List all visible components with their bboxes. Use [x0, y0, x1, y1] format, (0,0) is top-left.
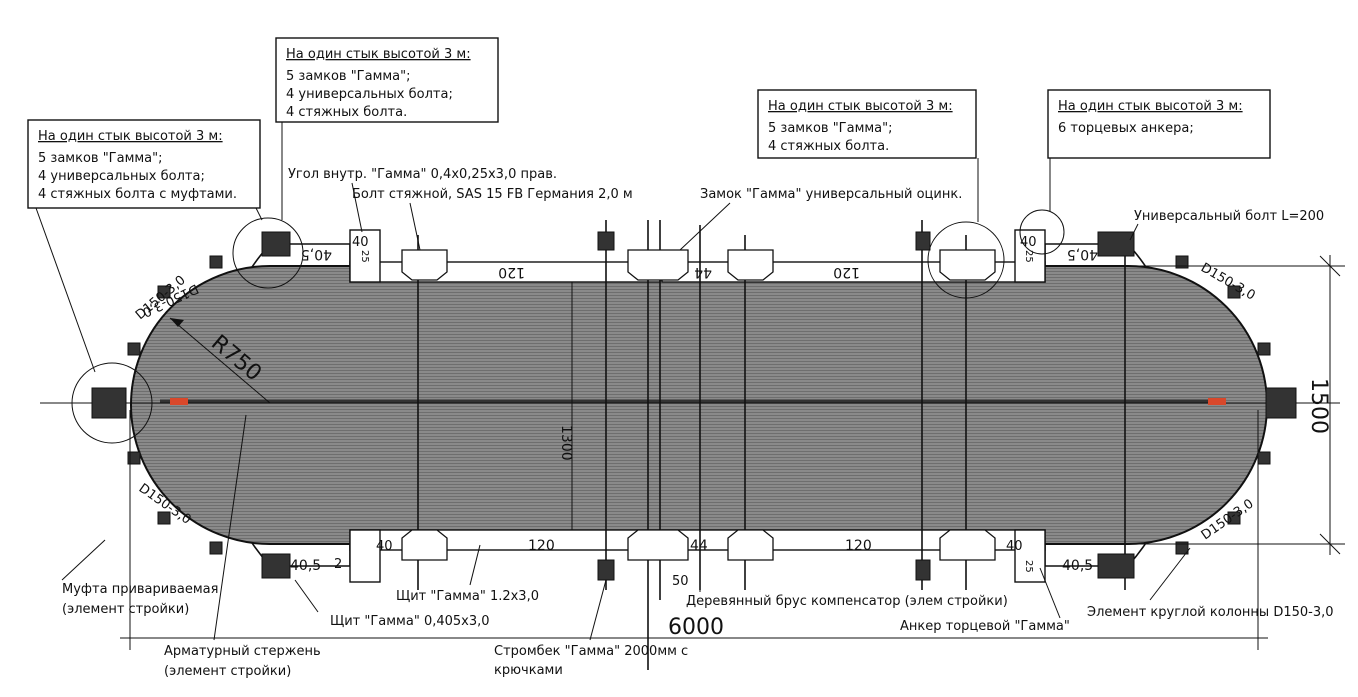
note-2-line-3: 4 стяжных болта. [286, 105, 407, 120]
detail-circle-top-center [927, 221, 1005, 299]
note-box-1: На один стык высотой 3 м: 5 замков "Гамм… [27, 119, 261, 209]
dim-50: 50 [672, 574, 689, 589]
note-3-line-1: 5 замков "Гамма"; [768, 121, 893, 136]
end-anchor-right [1265, 387, 1297, 419]
note-1-line-2: 4 универсальных болта; [38, 169, 205, 184]
corner-top-left [349, 229, 381, 283]
dim-25-tr: 25 [1023, 250, 1034, 263]
corner-top-right [1014, 229, 1046, 283]
dim-6000: 6000 [668, 615, 724, 640]
label-anchor: Анкер торцевой "Гамма" [900, 619, 1070, 634]
label-coupling-2: (элемент стройки) [62, 602, 189, 617]
dim-40-tl: 40 [352, 235, 369, 250]
callout-leaders [61, 182, 1191, 641]
radius-arrow [170, 318, 184, 327]
dim-1300: 1300 [558, 425, 574, 461]
label-shield-big: Щит "Гамма" 1.2x3,0 [396, 589, 539, 604]
corner-bottom-right [1014, 529, 1046, 583]
label-corner: Угол внутр. "Гамма" 0,4x0,25x3,0 прав. [288, 167, 557, 182]
concrete-body [130, 265, 1268, 545]
locks-bottom [261, 529, 1135, 581]
note-1-line-3: 4 стяжных болта с муфтами. [38, 187, 237, 202]
label-shield-small: Щит "Гамма" 0,405x3,0 [330, 614, 490, 629]
note-box-4: На один стык высотой 3 м: 6 торцевых анк… [1047, 89, 1271, 159]
label-coupling-1: Муфта привариваемая [62, 582, 218, 597]
detail-circle-top-right [1019, 209, 1065, 255]
dim-44-bottom: 44 [690, 538, 708, 554]
coupling-right [1208, 398, 1226, 405]
note-4-title: На один стык высотой 3 м: [1058, 99, 1243, 114]
dim-40-5-bl: 40,5 [290, 558, 321, 574]
label-universal-bolt: Универсальный болт L=200 [1134, 209, 1324, 224]
label-rebar-1: Арматурный стержень [164, 644, 321, 659]
dim-120-bottom-right: 120 [845, 538, 872, 554]
label-strongback-2: крючками [494, 663, 563, 678]
dim-40-5-br: 40,5 [1062, 558, 1093, 574]
note-leaders [35, 122, 1051, 373]
locks-top [261, 231, 1135, 281]
dim-2-bl: 2 [334, 557, 342, 572]
coupling-left [170, 398, 188, 405]
dim-40-bl: 40 [376, 539, 393, 554]
label-column: Элемент круглой колонны D150-3,0 [1087, 605, 1334, 620]
label-tie-bolt: Болт стяжной, SAS 15 FB Германия 2,0 м [352, 187, 633, 202]
detail-circle-top-left [232, 217, 304, 289]
detail-circle-left [71, 362, 153, 444]
note-box-3: На один стык высотой 3 м: 5 замков "Гамм… [757, 89, 977, 159]
note-2-title: На один стык высотой 3 м: [286, 47, 471, 62]
dim-40-br: 40 [1006, 539, 1023, 554]
corner-bottom-left [349, 529, 381, 583]
dim-40-tr: 40 [1020, 235, 1037, 250]
note-3-title: На один стык высотой 3 м: [768, 99, 953, 114]
dim-40-5-tr: 40,5 [1067, 246, 1098, 262]
end-anchor-left [91, 387, 127, 419]
tie-bolts [417, 220, 1126, 670]
note-1-title: На один стык высотой 3 м: [38, 129, 223, 144]
dim-1500-tick-bottom [1319, 533, 1341, 555]
label-lock: Замок "Гамма" универсальный оцинк. [700, 187, 962, 202]
left-ring-ticks [127, 255, 223, 555]
dim-120-bottom-left: 120 [528, 538, 555, 554]
label-timber: Деревянный брус компенсатор (элем стройк… [686, 594, 1008, 609]
dim-120-top-right: 120 [833, 264, 860, 280]
note-1-line-1: 5 замков "Гамма"; [38, 151, 163, 166]
label-rebar-2: (элемент стройки) [164, 664, 291, 679]
note-2-line-2: 4 универсальных болта; [286, 87, 453, 102]
dim-40-5-tl: 40,5 [301, 246, 332, 262]
radius-line [169, 317, 271, 404]
right-ring-ticks [1175, 255, 1271, 555]
label-strongback-1: Стромбек "Гамма" 2000мм с [494, 644, 688, 659]
note-2-line-1: 5 замков "Гамма"; [286, 69, 411, 84]
dim-120-top-left: 120 [498, 264, 525, 280]
panel-bottom-left [349, 529, 661, 551]
note-4-line-1: 6 торцевых анкера; [1058, 121, 1194, 136]
dim-44-top: 44 [694, 264, 712, 280]
dim-1500-tick-top [1319, 255, 1341, 277]
dim-25-br: 25 [1023, 560, 1034, 573]
note-3-line-2: 4 стяжных болта. [768, 139, 889, 154]
dim-1500: 1500 [1306, 378, 1331, 434]
dim-25-tl: 25 [359, 250, 370, 263]
note-box-2: На один стык высотой 3 м: 5 замков "Гамм… [275, 37, 499, 123]
